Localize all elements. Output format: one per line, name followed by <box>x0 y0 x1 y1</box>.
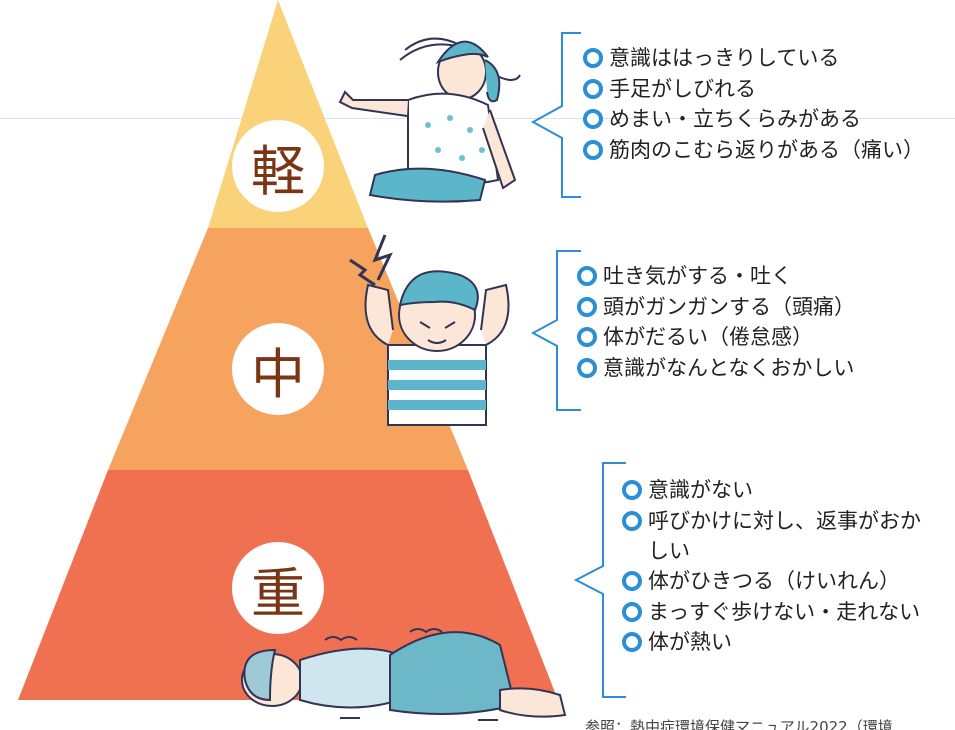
bracket-severe <box>573 462 626 698</box>
list-item: 呼びかけに対し、返事がおか <box>622 506 921 537</box>
list-item: 頭がガンガンする（頭痛） <box>577 292 855 323</box>
symptom-list-severe: 意識がない 呼びかけに対し、返事がおか しい 体がひきつる（けいれん） まっすぐ… <box>622 475 921 658</box>
list-item: めまい・立ちくらみがある <box>583 104 924 135</box>
level-badge-mild: 軽 <box>232 120 324 212</box>
list-item: まっすぐ歩けない・走れない <box>622 597 921 628</box>
list-item: 吐き気がする・吐く <box>577 261 855 292</box>
dizzy-girl-illustration <box>338 37 521 203</box>
list-item: 体がだるい（倦怠感） <box>577 322 855 353</box>
list-item: 筋肉のこむら返りがある（痛い） <box>583 135 924 166</box>
list-item: 体が熱い <box>622 627 921 658</box>
list-item-continuation: しい <box>648 539 690 563</box>
symptom-list-mild: 意識ははっきりしている 手足がしびれる めまい・立ちくらみがある 筋肉のこむら返… <box>583 43 924 165</box>
headache-boy-illustration <box>349 234 510 426</box>
symptom-list-moderate: 吐き気がする・吐く 頭がガンガンする（頭痛） 体がだるい（倦怠感） 意識がなんと… <box>577 261 855 383</box>
list-item: 意識ははっきりしている <box>583 43 924 74</box>
collapsed-person-illustration <box>241 628 567 721</box>
list-item: 意識がなんとなくおかしい <box>577 353 855 384</box>
level-badge-moderate: 中 <box>232 323 324 415</box>
bracket-moderate <box>530 250 581 411</box>
list-item: 意識がない <box>622 475 921 506</box>
level-badge-severe: 重 <box>232 542 324 634</box>
bracket-mild <box>530 32 581 198</box>
list-item: 手足がしびれる <box>583 74 924 105</box>
list-item: 体がひきつる（けいれん） <box>622 566 921 597</box>
source-caption: 参照：熱中症環境保健マニュアル2022（環境 <box>585 718 893 730</box>
